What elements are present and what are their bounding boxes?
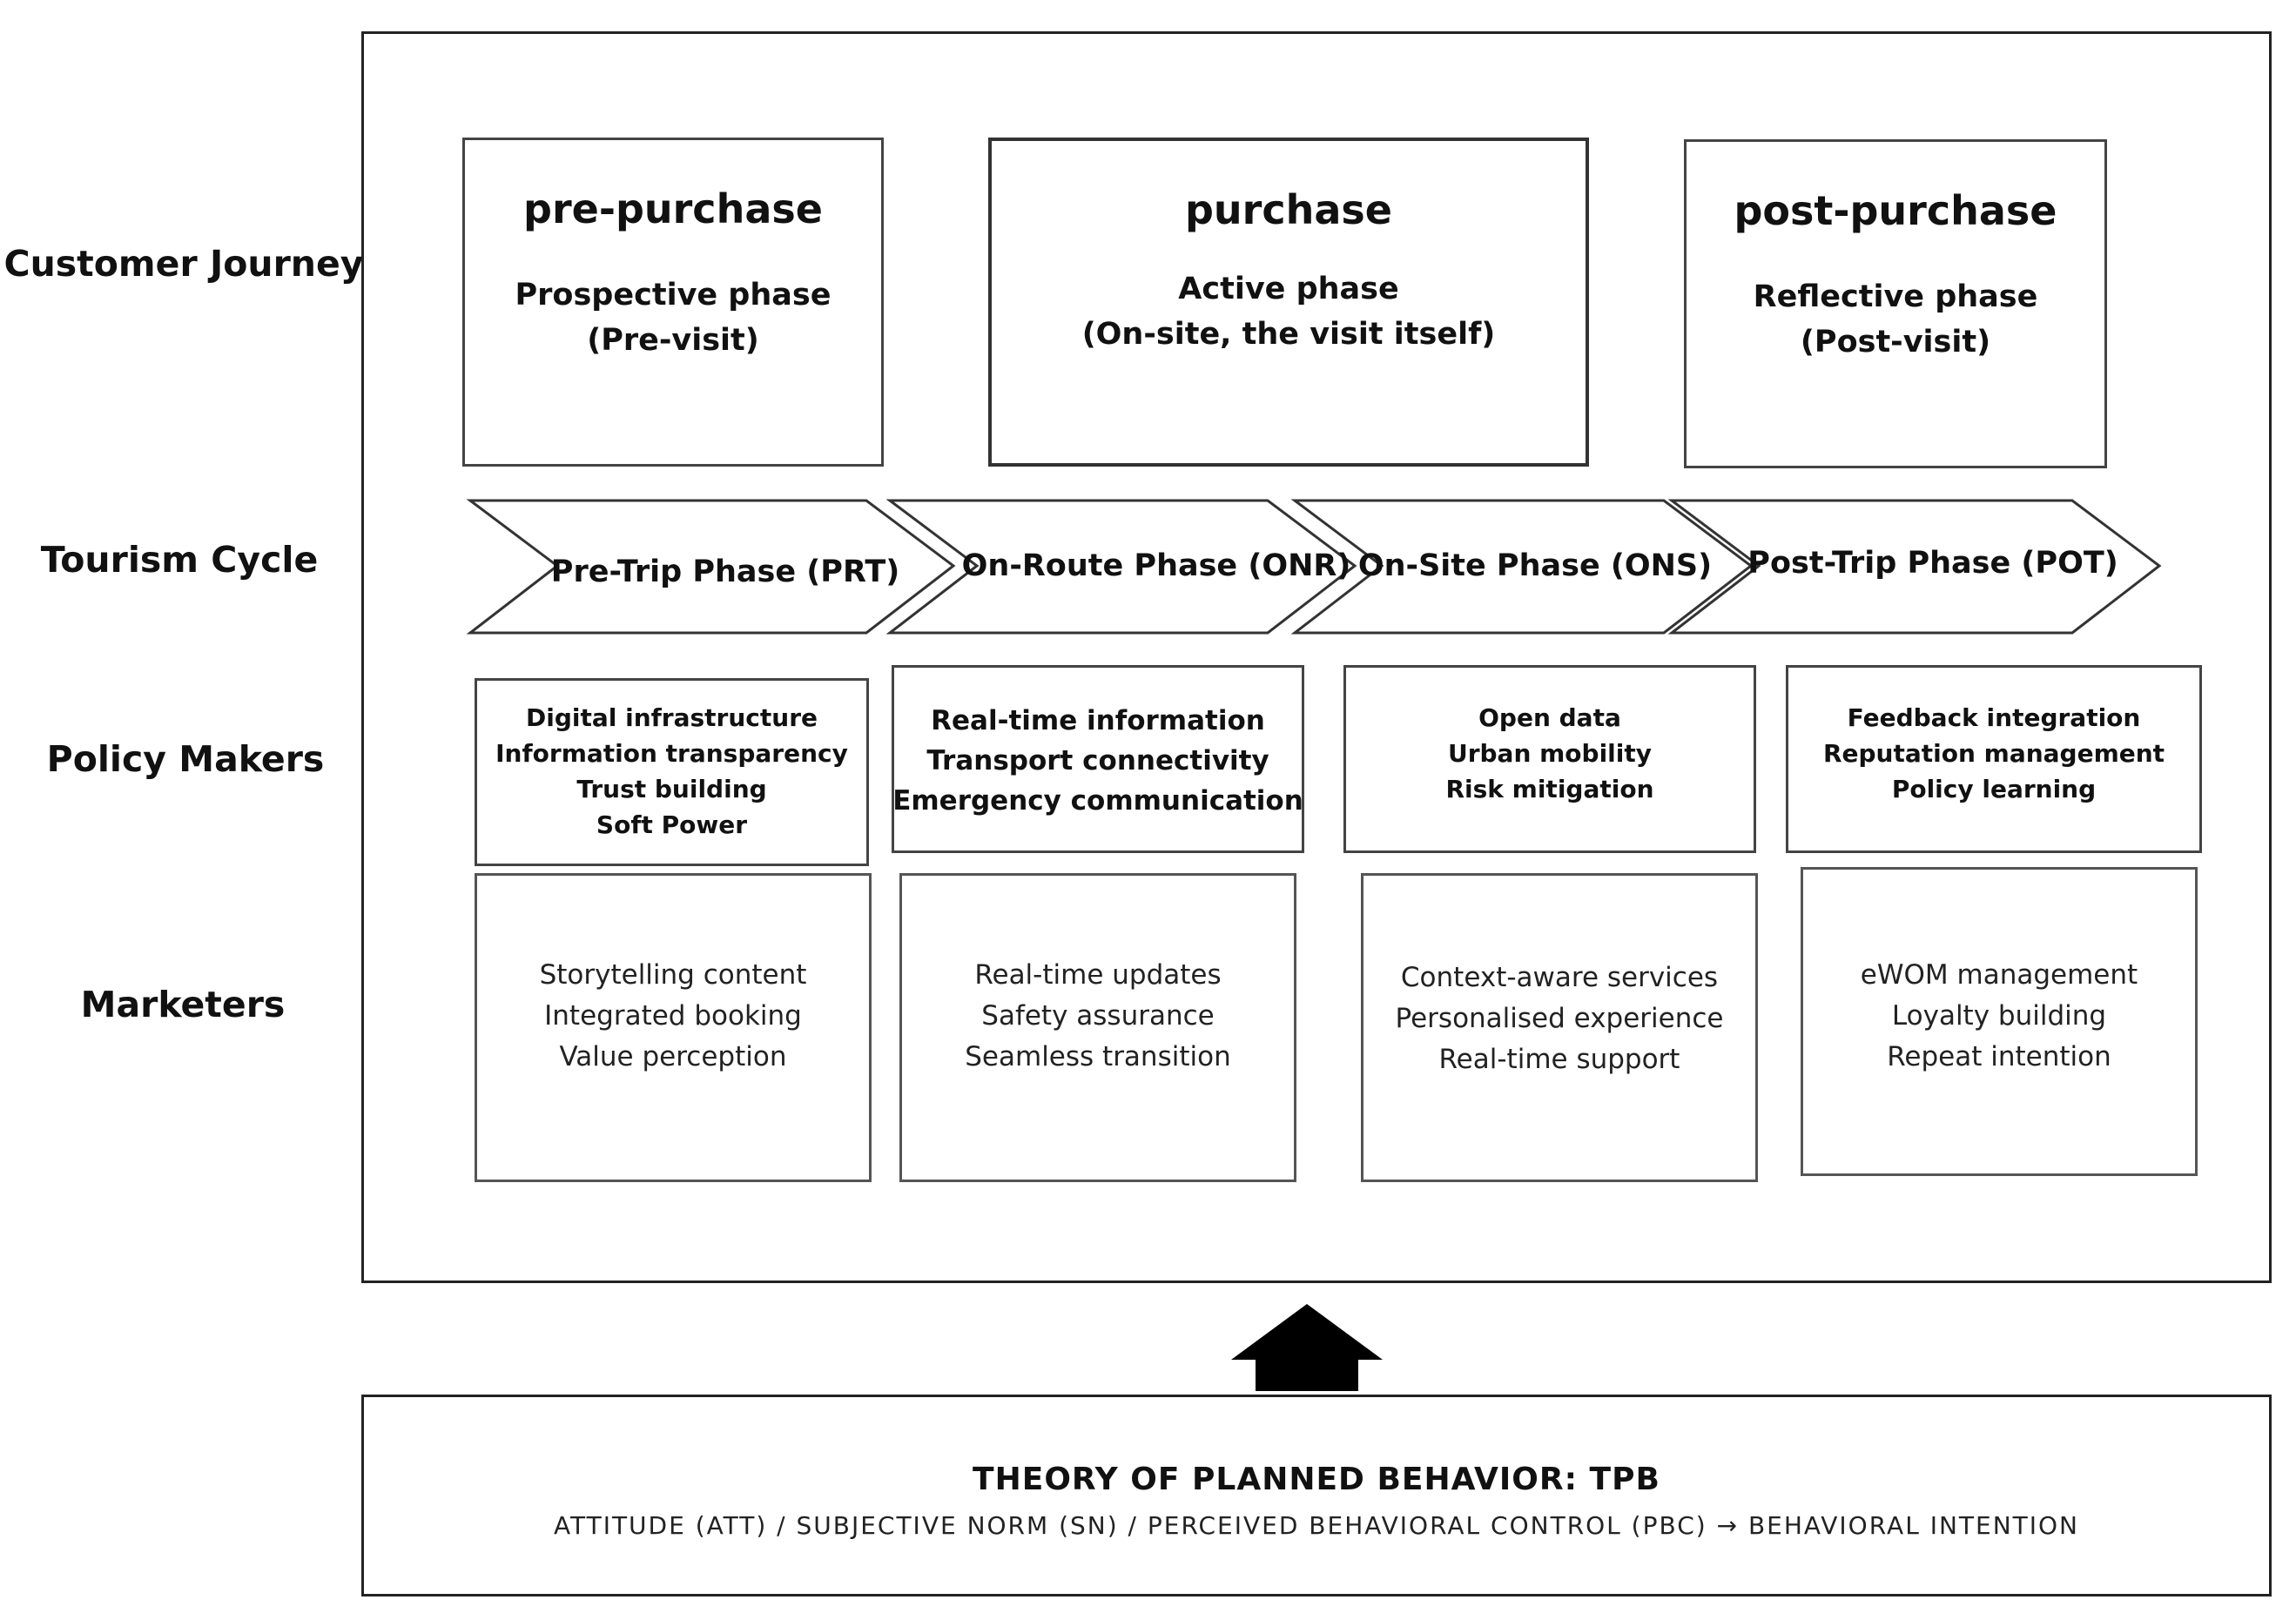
marketer-item: Integrated booking: [544, 1000, 802, 1032]
policy-item: Open data: [1478, 703, 1621, 732]
chevron-label-on-site: On-Site Phase (ONS): [1357, 548, 1713, 583]
marketer-item: Value perception: [559, 1041, 787, 1072]
marketer-item: Safety assurance: [981, 1000, 1215, 1032]
policy-box-on-route: Real-time information Transport connecti…: [892, 665, 1304, 853]
chevron-label-on-route: On-Route Phase (ONR): [961, 548, 1351, 583]
chevron-post-trip: [1667, 499, 2162, 635]
policy-item: Emergency communication: [892, 785, 1303, 817]
policy-box-on-site: Open data Urban mobility Risk mitigation: [1343, 665, 1756, 853]
row-label-customer-journey: Customer Journey: [3, 243, 364, 285]
journey-phase: Active phase (On-site, the visit itself): [1082, 266, 1496, 357]
marketer-item: eWOM management: [1860, 959, 2138, 991]
journey-title: pre-purchase: [523, 185, 823, 232]
journey-phase-detail: (Pre-visit): [587, 323, 759, 358]
policy-item: Digital infrastructure: [525, 703, 818, 732]
journey-phase-name: Reflective phase: [1753, 279, 2038, 314]
marketer-item: Real-time updates: [974, 959, 1222, 991]
row-label-marketers: Marketers: [80, 984, 286, 1025]
policy-item: Policy learning: [1891, 775, 2097, 803]
journey-phase-name: Prospective phase: [515, 278, 832, 313]
marketer-item: Storytelling content: [539, 959, 807, 991]
policy-box-pre-trip: Digital infrastructure Information trans…: [475, 678, 869, 866]
marketer-item: Repeat intention: [1887, 1041, 2111, 1072]
marketer-item: Context-aware services: [1400, 962, 1719, 993]
chevron-label-pre-trip: Pre-Trip Phase (PRT): [550, 555, 900, 589]
marketer-box-post-trip: eWOM management Loyalty building Repeat …: [1801, 867, 2198, 1176]
journey-phase-name: Active phase: [1178, 272, 1399, 306]
row-label-tourism-cycle: Tourism Cycle: [40, 539, 319, 581]
marketer-item: Seamless transition: [965, 1041, 1231, 1072]
tpb-frame: THEORY OF PLANNED BEHAVIOR: TPB ATTITUDE…: [361, 1395, 2272, 1596]
journey-title: purchase: [1185, 186, 1392, 233]
marketer-item: Personalised experience: [1395, 1003, 1724, 1034]
journey-phase: Reflective phase (Post-visit): [1754, 274, 2038, 365]
policy-item: Trust building: [576, 775, 767, 803]
policy-item: Risk mitigation: [1445, 775, 1654, 803]
journey-title: post-purchase: [1734, 187, 2057, 234]
chevron-pre-trip: [466, 499, 956, 635]
policy-item: Transport connectivity: [926, 745, 1269, 776]
policy-item: Urban mobility: [1447, 739, 1653, 768]
up-arrow-icon: [1231, 1304, 1383, 1391]
journey-phase: Prospective phase (Pre-visit): [515, 272, 832, 363]
tpb-title: THEORY OF PLANNED BEHAVIOR: TPB: [973, 1462, 1660, 1497]
policy-item: Reputation management: [1822, 739, 2165, 768]
marketer-box-pre-trip: Storytelling content Integrated booking …: [475, 873, 872, 1182]
policy-item: Soft Power: [596, 810, 748, 839]
marketer-box-on-route: Real-time updates Safety assurance Seaml…: [899, 873, 1296, 1182]
journey-phase-detail: (Post-visit): [1800, 325, 1991, 360]
policy-item: Real-time information: [931, 705, 1265, 736]
policy-box-post-trip: Feedback integration Reputation manageme…: [1786, 665, 2202, 853]
marketer-item: Loyalty building: [1891, 1000, 2107, 1032]
framework-frame: [361, 31, 2272, 1283]
chevron-on-route: [885, 499, 1357, 635]
journey-box-pre-purchase: pre-purchase Prospective phase (Pre-visi…: [462, 138, 884, 467]
tpb-subtitle: ATTITUDE (ATT) / SUBJECTIVE NORM (SN) / …: [554, 1511, 2079, 1540]
marketer-box-on-site: Context-aware services Personalised expe…: [1361, 873, 1758, 1182]
chevron-on-site: [1290, 499, 1754, 635]
journey-box-purchase: purchase Active phase (On-site, the visi…: [988, 138, 1589, 467]
row-label-policy-makers: Policy Makers: [46, 738, 325, 780]
journey-box-post-purchase: post-purchase Reflective phase (Post-vis…: [1684, 139, 2107, 468]
policy-item: Information transparency: [495, 739, 848, 768]
marketer-item: Real-time support: [1438, 1044, 1680, 1075]
policy-item: Feedback integration: [1847, 703, 2141, 732]
chevron-label-post-trip: Post-Trip Phase (POT): [1747, 546, 2118, 581]
journey-phase-detail: (On-site, the visit itself): [1081, 317, 1496, 352]
